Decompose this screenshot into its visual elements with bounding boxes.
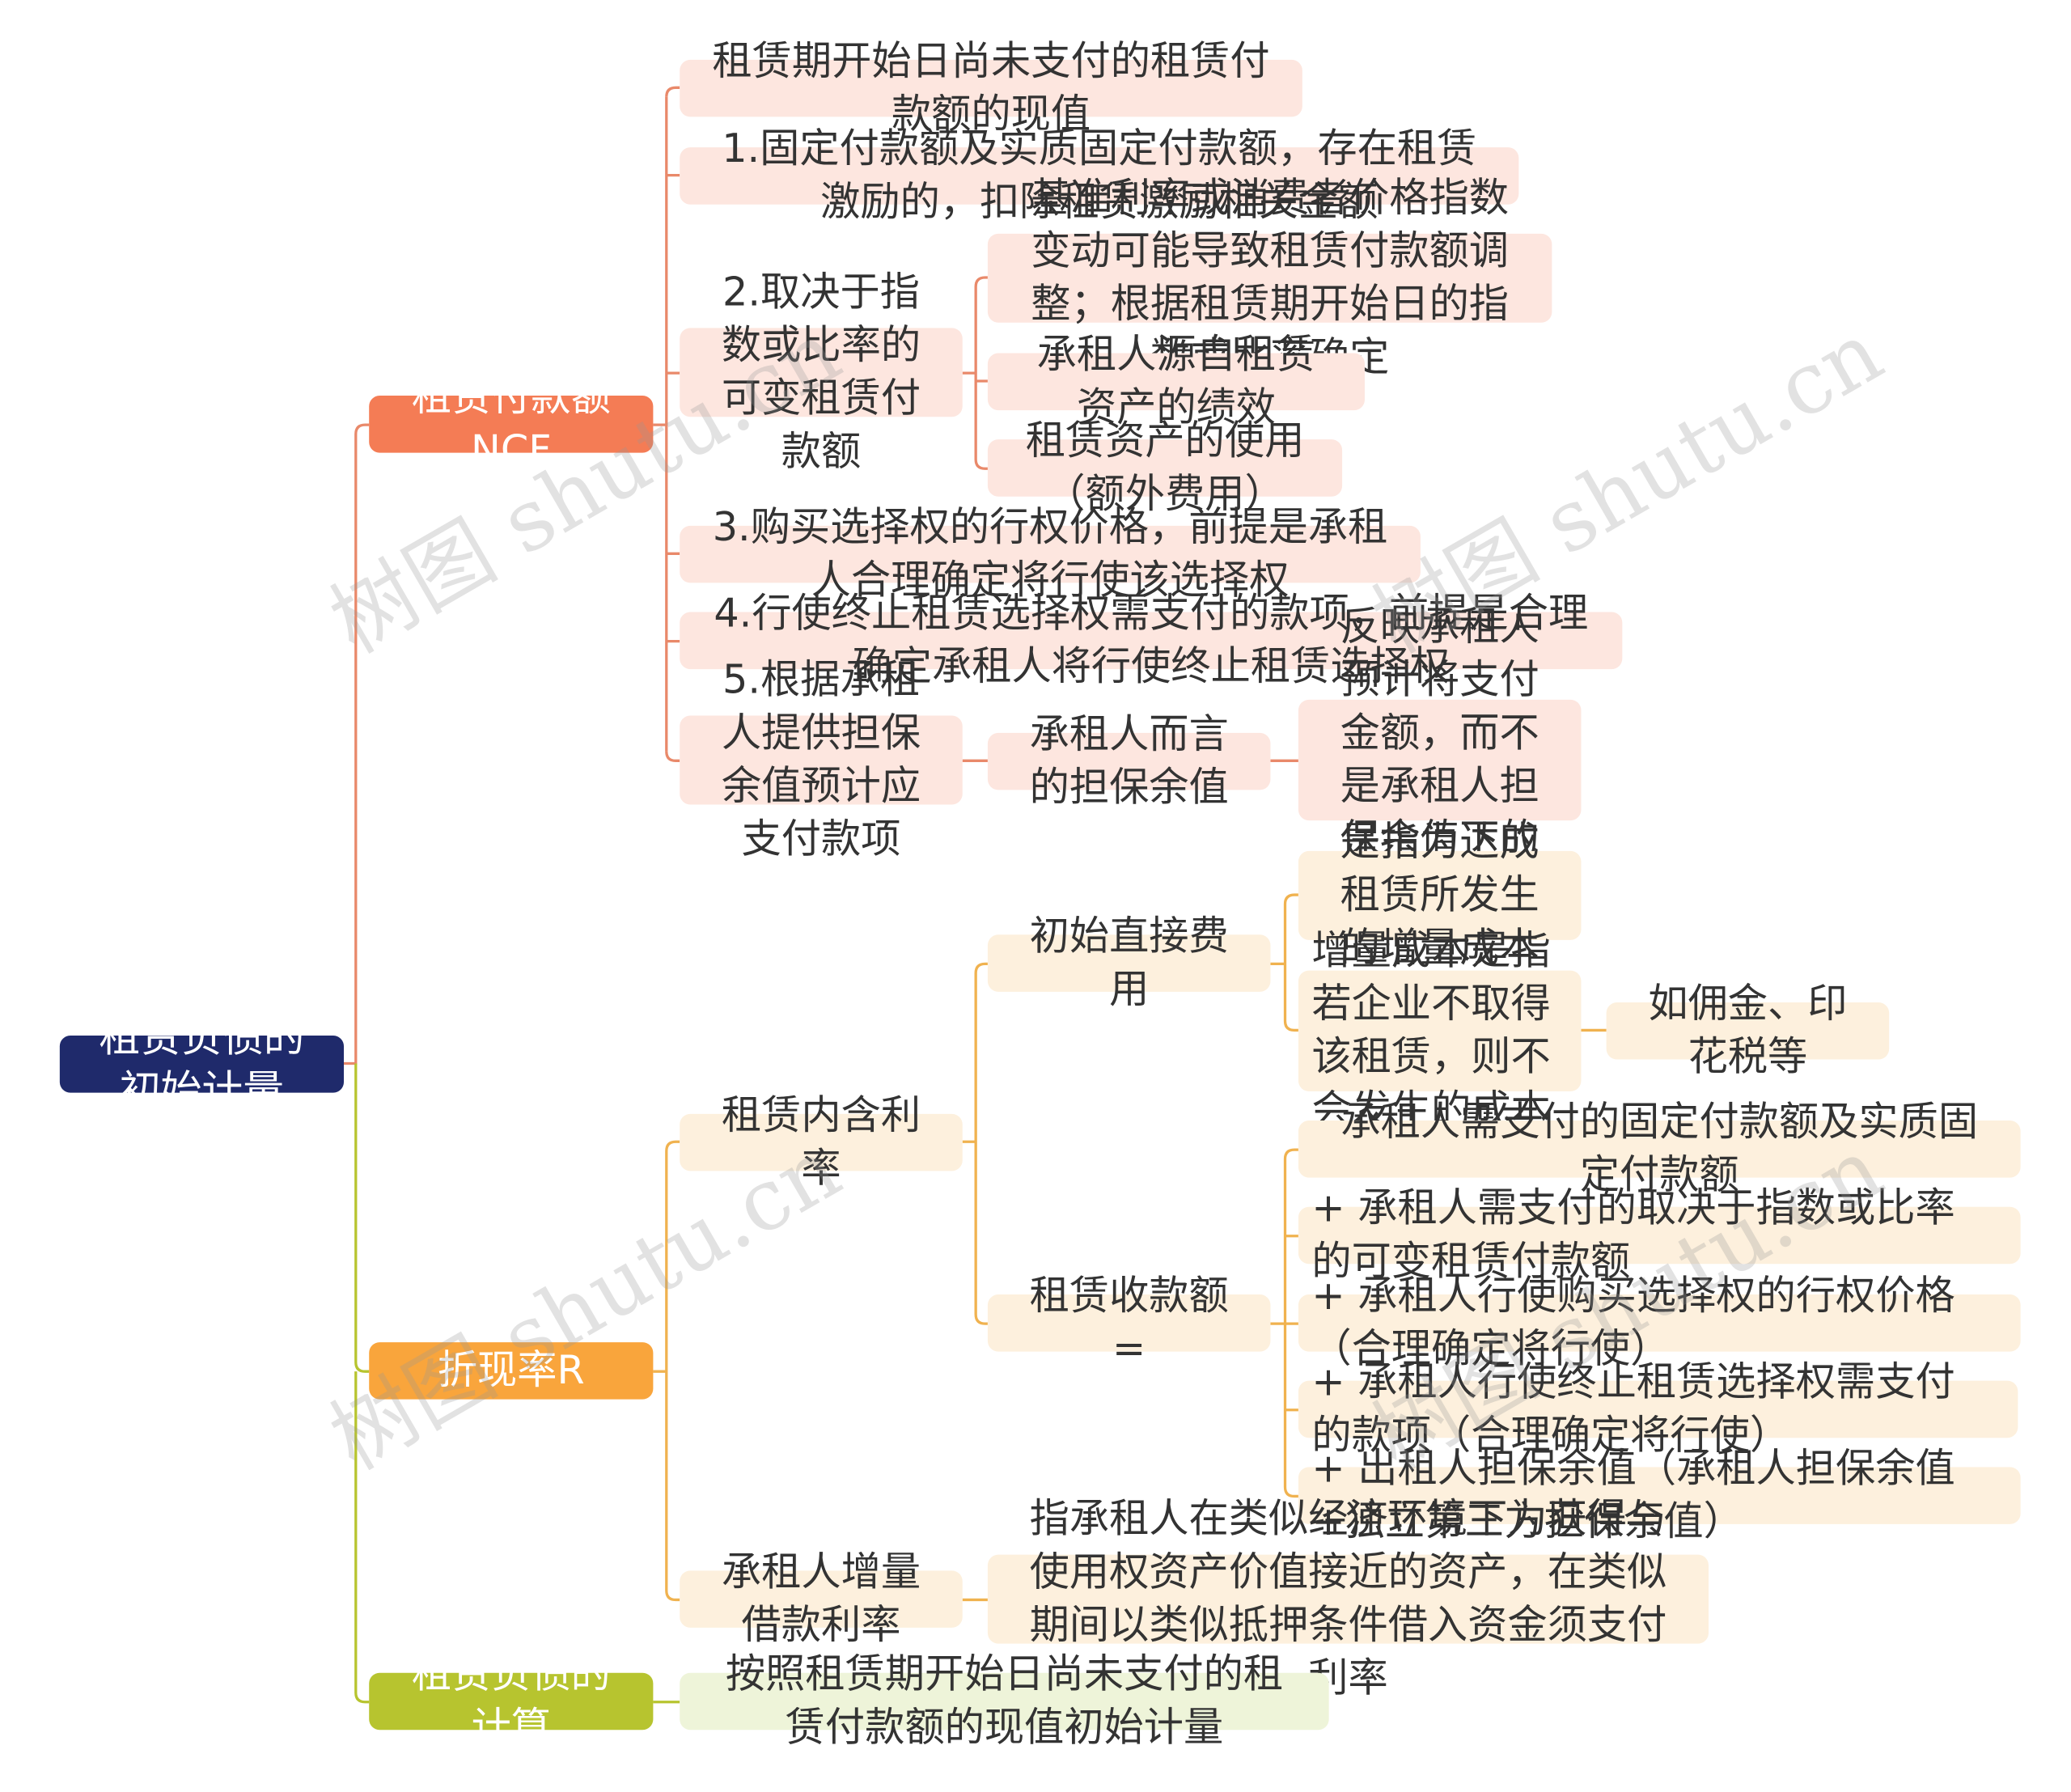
connector-variable-children [962, 276, 988, 470]
ncf-present-value[interactable]: 租赁期开始日尚未支付的租赁付款额的现值 [680, 38, 1302, 138]
initial-direct-costs[interactable]: 初始直接费用 [987, 913, 1271, 1012]
implicit-interest-rate[interactable]: 租赁内含利率 [680, 1092, 963, 1192]
lessee-guaranteed-residual[interactable]: 承租人而言的担保余值 [987, 711, 1271, 811]
lease-receivable[interactable]: 租赁收款额= [987, 1273, 1271, 1372]
root-label: 租赁负债的初始计量 [99, 1013, 305, 1115]
lessee-guaranteed-residual-text: 承租人而言的担保余值 [1029, 710, 1229, 811]
ncf-variable-payments-text: 2.取决于指数或比率的可变租赁付款额 [721, 269, 921, 475]
connector-root-calc [354, 1371, 370, 1704]
ncf-variable-payments[interactable]: 2.取决于指数或比率的可变租赁付款额 [680, 269, 963, 475]
borrowing-rate-description[interactable]: 指承租人在类似经济环境下为获得与使用权资产价值接近的资产，在类似期间以类似抵押条… [987, 1496, 1709, 1701]
connector-ncf-pv [665, 86, 680, 97]
ncf-fixed-payments-text: 1.固定付款额及实质固定付款额，存在租赁激励的，扣除租赁激励相关金额 [722, 125, 1477, 226]
receivable-item-text: + 承租人需支付的取决于指数或比率的可变租赁付款额 [1311, 1184, 1955, 1285]
ncf-residual-guarantee[interactable]: 5.根据承租人提供担保余值预计应支付款项 [680, 656, 963, 862]
connector-ncf-guarantee [665, 751, 680, 762]
variable-usage-text: 租赁资产的使用（额外费用） [1025, 417, 1305, 518]
connector-receivable-children [1270, 1148, 1298, 1498]
branch-ncf-label: 租赁付款额NCF [411, 373, 611, 474]
ncf-purchase-option[interactable]: 3.购买选择权的行权价格，前提是承租人合理确定将行使该选择权 [680, 504, 1421, 604]
incremental-cost-example-text: 如佣金、印花税等 [1648, 980, 1848, 1080]
connector-directcost-children [1270, 893, 1298, 1032]
ncf-termination-option-text: 4.行使终止租赁选择权需支付的款项，前提是合理确定承租人将行使终止租赁选择权 [714, 590, 1589, 690]
branch-liability-calculation-label: 租赁负债的计算 [411, 1650, 611, 1751]
ncf-present-value-text: 租赁期开始日尚未支付的租赁付款额的现值 [712, 37, 1270, 138]
branch-ncf[interactable]: 租赁付款额NCF [369, 374, 654, 473]
implicit-interest-rate-text: 租赁内含利率 [721, 1091, 921, 1192]
lease-receivable-text: 租赁收款额= [1029, 1272, 1229, 1372]
direct-cost-definition-text: 是指为达成租赁所发生的增量成本 [1340, 818, 1539, 972]
incremental-borrowing-rate[interactable]: 承租人增量借款利率 [680, 1548, 963, 1648]
ncf-termination-option[interactable]: 4.行使终止租赁选择权需支付的款项，前提是合理确定承租人将行使终止租赁选择权 [680, 590, 1623, 690]
ncf-residual-guarantee-text: 5.根据承租人提供担保余值预计应支付款项 [721, 656, 921, 862]
receivable-item[interactable]: + 出租人担保余值（承租人担保余值+独立第三方担保余值） [1298, 1445, 2021, 1544]
receivable-item-text: + 出租人担保余值（承租人担保余值+独立第三方担保余值） [1311, 1445, 1955, 1545]
receivable-item-text: + 承租人行使终止租赁选择权需支付的款项（合理确定将行使） [1311, 1358, 1955, 1459]
incremental-cost-example[interactable]: 如佣金、印花税等 [1606, 981, 1890, 1080]
ncf-fixed-payments[interactable]: 1.固定付款额及实质固定付款额，存在租赁激励的，扣除租赁激励相关金额 [680, 125, 1519, 225]
branch-discount-rate[interactable]: 折现率R [369, 1342, 654, 1400]
connector-rate-trunk [653, 1140, 680, 1602]
connector-ncf-trunk [653, 96, 668, 752]
receivable-item-text: + 承租人行使购买选择权的行权价格（合理确定将行使） [1311, 1272, 1955, 1372]
guarantee-exposure-note[interactable]: 反映承租人预计将支付金额，而不是承租人担保余值下的最大敞口 [1298, 604, 1582, 915]
variable-performance[interactable]: 承租人源自租赁资产的绩效 [987, 331, 1365, 431]
receivable-item-text: 承租人需支付的固定付款额及实质固定付款额 [1340, 1098, 1979, 1199]
incremental-cost-definition-text: 增量成本是指若企业不取得该租赁，则不会发生的成本 [1311, 927, 1551, 1133]
connector-root-ncf [344, 423, 370, 1065]
connector-implicit-children [962, 962, 988, 1325]
borrowing-rate-description-text: 指承租人在类似经济环境下为获得与使用权资产价值接近的资产，在类似期间以类似抵押条… [1029, 1495, 1667, 1701]
branch-discount-rate-label: 折现率R [437, 1346, 585, 1394]
receivable-item[interactable]: + 承租人需支付的取决于指数或比率的可变租赁付款额 [1298, 1185, 2021, 1285]
incremental-cost-definition[interactable]: 增量成本是指若企业不取得该租赁，则不会发生的成本 [1298, 927, 1582, 1133]
ncf-purchase-option-text: 3.购买选择权的行权价格，前提是承租人合理确定将行使该选择权 [712, 503, 1388, 604]
liability-calculation-desc-text: 按照租赁期开始日尚未支付的租赁付款额的现值初始计量 [725, 1650, 1284, 1751]
direct-cost-definition[interactable]: 是指为达成租赁所发生的增量成本 [1298, 819, 1582, 971]
variable-usage[interactable]: 租赁资产的使用（额外费用） [987, 417, 1343, 517]
receivable-item[interactable]: + 承租人行使终止租赁选择权需支付的款项（合理确定将行使） [1298, 1359, 2018, 1459]
receivable-item[interactable]: + 承租人行使购买选择权的行权价格（合理确定将行使） [1298, 1273, 2021, 1372]
root-node[interactable]: 租赁负债的初始计量 [59, 1014, 345, 1115]
variable-index-rate[interactable]: 基准利率或消费者价格指数变动可能导致租赁付款额调整；根据租赁期开始日的指数或比率… [987, 175, 1552, 380]
initial-direct-costs-text: 初始直接费用 [1029, 913, 1229, 1013]
variable-performance-text: 承租人源自租赁资产的绩效 [1036, 331, 1316, 431]
receivable-item[interactable]: 承租人需支付的固定付款额及实质固定付款额 [1298, 1099, 2021, 1198]
branch-liability-calculation[interactable]: 租赁负债的计算 [369, 1651, 654, 1751]
connector-root-rate [354, 1063, 370, 1373]
incremental-borrowing-rate-text: 承租人增量借款利率 [721, 1548, 921, 1649]
liability-calculation-desc[interactable]: 按照租赁期开始日尚未支付的租赁付款额的现值初始计量 [680, 1651, 1329, 1751]
